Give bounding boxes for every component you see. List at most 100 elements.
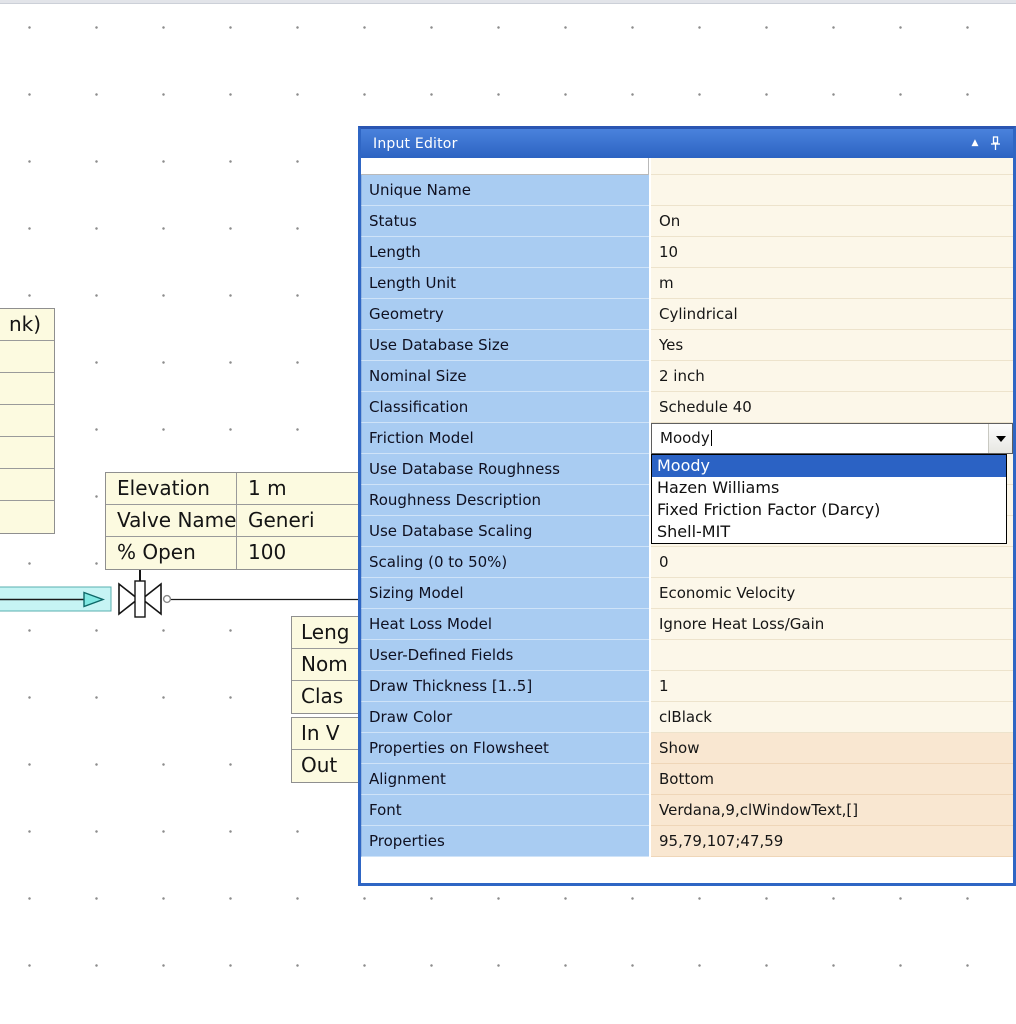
property-row: Friction Model Moody: [361, 423, 1013, 454]
property-value[interactable]: 95,79,107;47,59: [651, 826, 1013, 857]
property-value[interactable]: Ignore Heat Loss/Gain: [651, 609, 1013, 640]
window-top-edge: [0, 0, 1016, 4]
property-row: Sizing Model Economic Velocity: [361, 578, 1013, 609]
property-row: User-Defined Fields: [361, 640, 1013, 671]
property-label: Use Database Scaling: [361, 516, 649, 547]
panel-title-bar[interactable]: Input Editor ▲: [361, 129, 1013, 158]
property-label: Font: [361, 795, 649, 826]
property-row: Alignment Bottom: [361, 764, 1013, 795]
pin-icon: [990, 136, 1000, 150]
pipe-segment-downstream[interactable]: [162, 594, 362, 604]
grid-spacer-row: [361, 158, 1013, 175]
property-value[interactable]: Moody: [651, 423, 1013, 454]
table-cell-label: Elevation: [106, 473, 237, 504]
table-cell-label: % Open: [106, 537, 237, 569]
property-label: Use Database Size: [361, 330, 649, 361]
table-cell-value: 1 m: [248, 476, 287, 500]
pin-button[interactable]: [985, 134, 1005, 154]
property-value[interactable]: 2 inch: [651, 361, 1013, 392]
property-value[interactable]: m: [651, 268, 1013, 299]
property-rows: Unique Name Status On Length 10: [361, 175, 1013, 857]
property-label: Length Unit: [361, 268, 649, 299]
tank-properties-table[interactable]: nk): [0, 308, 55, 534]
property-value[interactable]: On: [651, 206, 1013, 237]
property-value[interactable]: Bottom: [651, 764, 1013, 795]
table-row: Clas: [301, 684, 344, 708]
property-value[interactable]: 1: [651, 671, 1013, 702]
property-row: Unique Name: [361, 175, 1013, 206]
pipe-segment-selected[interactable]: [0, 586, 112, 612]
valve-properties-table[interactable]: Elevation 1 m Valve Name Generi % Open 1…: [105, 472, 361, 570]
property-value[interactable]: clBlack: [651, 702, 1013, 733]
dropdown-option[interactable]: Fixed Friction Factor (Darcy): [657, 500, 881, 519]
property-value[interactable]: [651, 175, 1013, 206]
property-label: Draw Color: [361, 702, 649, 733]
property-row: Geometry Cylindrical: [361, 299, 1013, 330]
dropdown-option[interactable]: Shell-MIT: [657, 522, 731, 541]
property-label: Classification: [361, 392, 649, 423]
property-grid: Unique Name Status On Length 10: [361, 158, 1013, 883]
property-label: Alignment: [361, 764, 649, 795]
property-row: Use Database Size Yes: [361, 330, 1013, 361]
table-row: Elevation 1 m: [106, 473, 360, 505]
table-cell-value: Generi: [248, 508, 315, 532]
dropdown-option[interactable]: Moody: [652, 455, 1006, 477]
property-label: Geometry: [361, 299, 649, 330]
panel-title: Input Editor: [373, 135, 458, 152]
property-value[interactable]: Schedule 40: [651, 392, 1013, 423]
property-value[interactable]: Verdana,9,clWindowText,[]: [651, 795, 1013, 826]
property-label: Properties on Flowsheet: [361, 733, 649, 764]
property-row: Properties 95,79,107;47,59: [361, 826, 1013, 857]
property-label: Properties: [361, 826, 649, 857]
table-row: [0, 437, 54, 469]
table-row: nk): [0, 309, 54, 341]
flow-arrow-icon: [83, 591, 106, 608]
property-label: Status: [361, 206, 649, 237]
property-value[interactable]: Cylindrical: [651, 299, 1013, 330]
valve-symbol[interactable]: [118, 565, 162, 618]
property-row: Length Unit m: [361, 268, 1013, 299]
connector-node: [162, 594, 172, 604]
property-label: Use Database Roughness: [361, 454, 649, 485]
input-editor-panel: Input Editor ▲ Unique Name: [358, 126, 1016, 886]
property-label: Unique Name: [361, 175, 649, 206]
property-value[interactable]: Show: [651, 733, 1013, 764]
property-row: Length 10: [361, 237, 1013, 268]
property-label: Scaling (0 to 50%): [361, 547, 649, 578]
table-row: [0, 341, 54, 373]
property-label: Nominal Size: [361, 361, 649, 392]
property-label: Length: [361, 237, 649, 268]
table-row: [0, 373, 54, 405]
property-row: Properties on Flowsheet Show: [361, 733, 1013, 764]
table-row: % Open 100: [106, 537, 360, 569]
dropdown-option[interactable]: Hazen Williams: [657, 478, 780, 497]
property-label: Roughness Description: [361, 485, 649, 516]
collapse-button[interactable]: ▲: [965, 134, 985, 154]
property-value[interactable]: 0: [651, 547, 1013, 578]
property-row: Draw Thickness [1..5] 1: [361, 671, 1013, 702]
table-row: [0, 501, 54, 533]
property-value[interactable]: Economic Velocity: [651, 578, 1013, 609]
table-row: Valve Name Generi: [106, 505, 360, 537]
property-row: Status On: [361, 206, 1013, 237]
property-value[interactable]: 10: [651, 237, 1013, 268]
table-cell-label: Valve Name: [106, 505, 237, 536]
table-row: In V: [292, 718, 370, 750]
property-row: Heat Loss Model Ignore Heat Loss/Gain: [361, 609, 1013, 640]
property-label: User-Defined Fields: [361, 640, 649, 671]
table-row: [0, 405, 54, 437]
table-row: Leng: [292, 617, 370, 649]
property-row: Nominal Size 2 inch: [361, 361, 1013, 392]
property-value[interactable]: [651, 640, 1013, 671]
collapse-arrow-icon: ▲: [971, 138, 979, 148]
property-label: Heat Loss Model: [361, 609, 649, 640]
property-value[interactable]: Yes: [651, 330, 1013, 361]
property-row: Font Verdana,9,clWindowText,[]: [361, 795, 1013, 826]
property-label: Friction Model: [361, 423, 649, 454]
property-row: Classification Schedule 40: [361, 392, 1013, 423]
property-row: Scaling (0 to 50%) 0: [361, 547, 1013, 578]
